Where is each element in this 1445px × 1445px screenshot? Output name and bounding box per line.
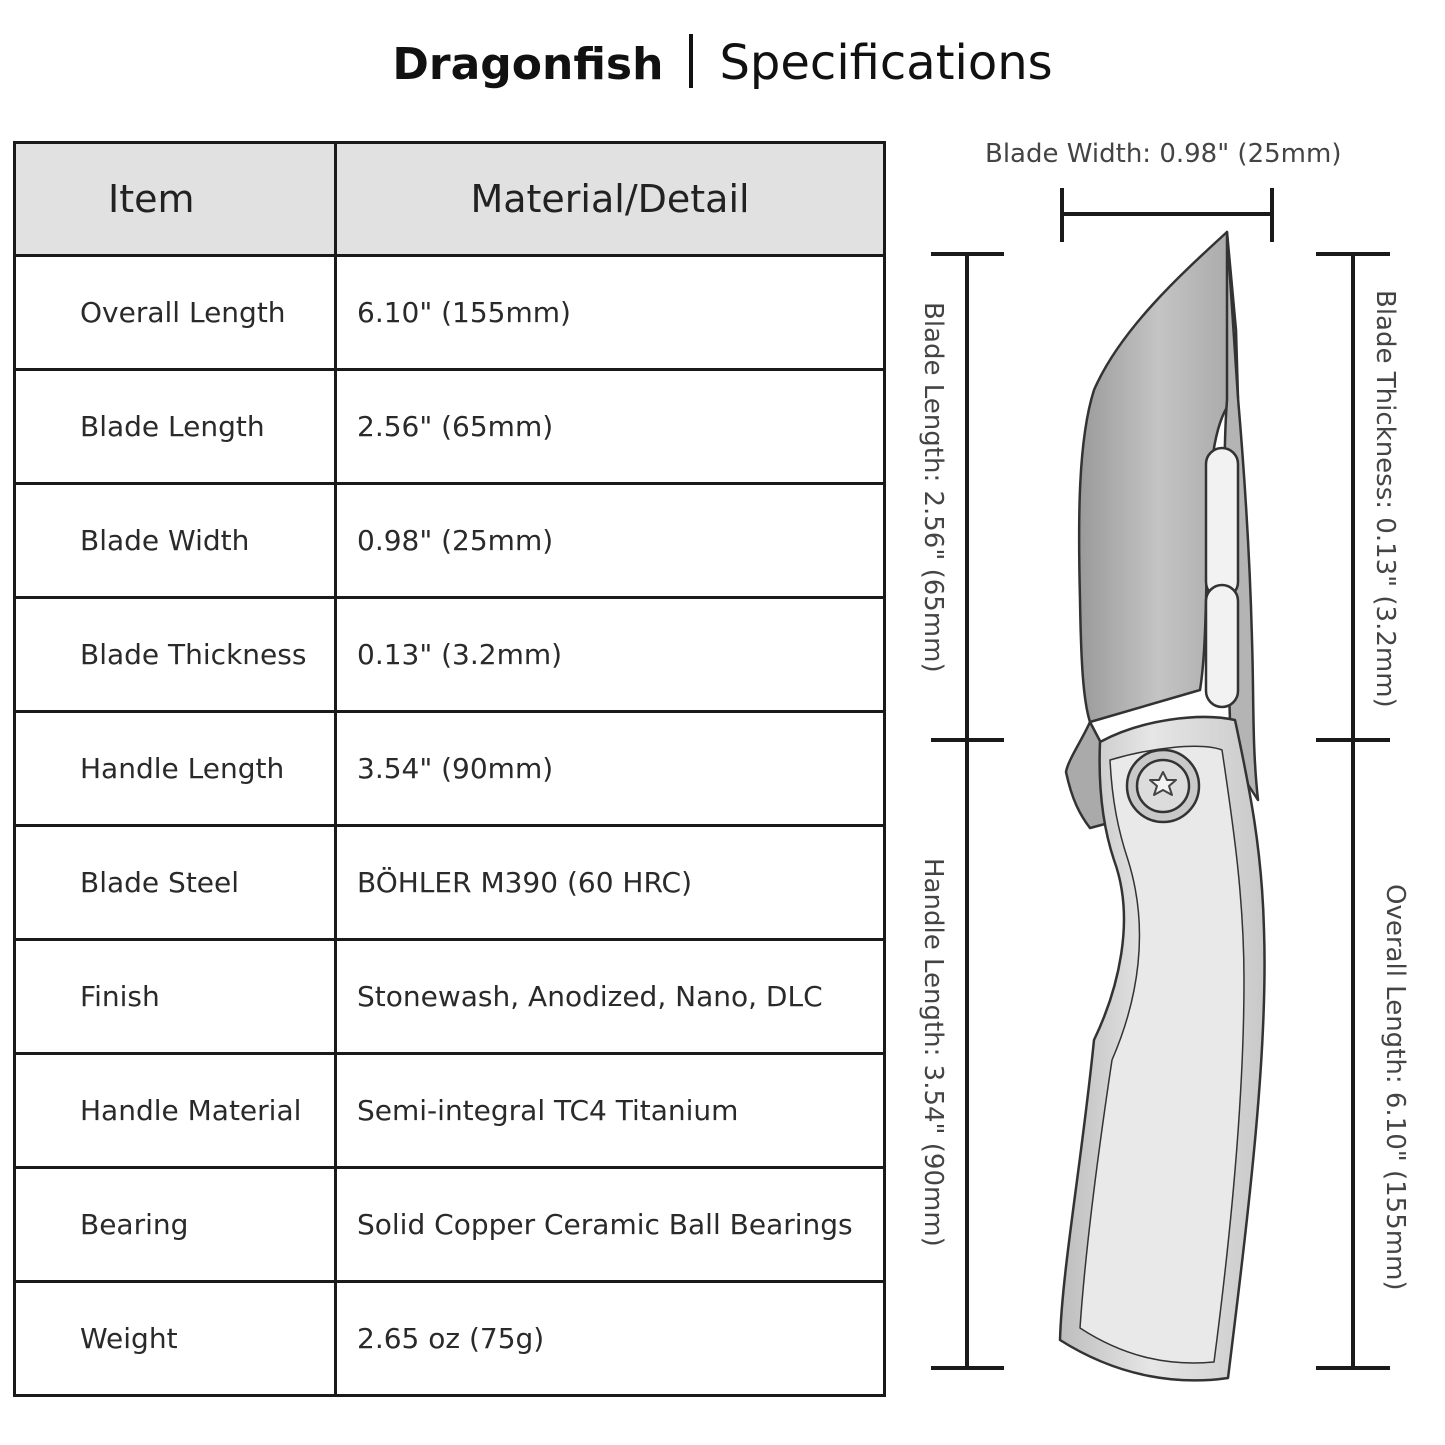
item-cell: Blade Length bbox=[13, 368, 337, 485]
item-cell: Weight bbox=[13, 1280, 337, 1397]
column-header-item: Item bbox=[13, 141, 337, 257]
blade-cutout-upper bbox=[1204, 446, 1240, 600]
detail-cell: Solid Copper Ceramic Ball Bearings bbox=[334, 1166, 886, 1283]
left-dimension-line bbox=[931, 252, 1004, 1370]
blade-length-label: Blade Length: 2.56" (65mm) bbox=[918, 302, 948, 673]
detail-cell: 3.54" (90mm) bbox=[334, 710, 886, 827]
column-header-detail: Material/Detail bbox=[334, 141, 886, 257]
right-dimension-line bbox=[1316, 252, 1390, 1370]
blade-cutout-lower bbox=[1204, 583, 1240, 709]
title-divider bbox=[689, 34, 694, 88]
item-cell: Blade Width bbox=[13, 482, 337, 599]
detail-cell: 2.56" (65mm) bbox=[334, 368, 886, 485]
blade-width-label: Blade Width: 0.98" (25mm) bbox=[985, 139, 1342, 169]
detail-cell: 6.10" (155mm) bbox=[334, 254, 886, 371]
blade-thickness-label: Blade Thickness: 0.13" (3.2mm) bbox=[1370, 290, 1400, 708]
detail-cell: 2.65 oz (75g) bbox=[334, 1280, 886, 1397]
item-cell: Overall Length bbox=[13, 254, 337, 371]
detail-cell: Stonewash, Anodized, Nano, DLC bbox=[334, 938, 886, 1055]
item-cell: Handle Length bbox=[13, 710, 337, 827]
handle-length-label: Handle Length: 3.54" (90mm) bbox=[918, 858, 948, 1247]
brand-name: Dragonfish bbox=[392, 39, 664, 90]
detail-cell: Semi-integral TC4 Titanium bbox=[334, 1052, 886, 1169]
item-cell: Blade Thickness bbox=[13, 596, 337, 713]
item-cell: Bearing bbox=[13, 1166, 337, 1283]
page-title: Dragonfish Specifications bbox=[0, 28, 1445, 100]
detail-cell: 0.13" (3.2mm) bbox=[334, 596, 886, 713]
handle-inlay bbox=[1079, 745, 1245, 1364]
item-cell: Handle Material bbox=[13, 1052, 337, 1169]
table-header-row: Item Material/Detail bbox=[13, 141, 886, 257]
detail-cell: BÖHLER M390 (60 HRC) bbox=[334, 824, 886, 941]
detail-cell: 0.98" (25mm) bbox=[334, 482, 886, 599]
item-cell: Blade Steel bbox=[13, 824, 337, 941]
blade-width-dimension bbox=[1060, 188, 1274, 242]
page-subtitle: Specifications bbox=[719, 35, 1053, 91]
item-cell: Finish bbox=[13, 938, 337, 1055]
overall-length-label: Overall Length: 6.10" (155mm) bbox=[1380, 884, 1410, 1291]
knife-illustration bbox=[1058, 230, 1266, 1382]
pivot-star-icon bbox=[1149, 771, 1177, 796]
